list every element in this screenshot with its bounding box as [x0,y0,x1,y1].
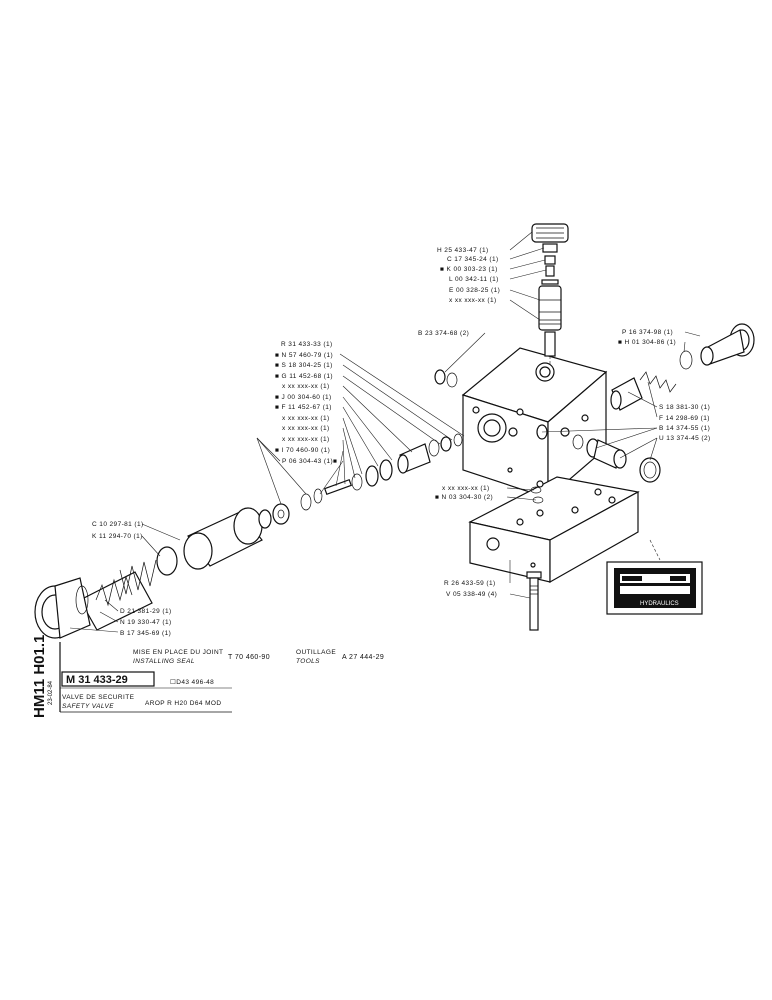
ref-box [61,671,155,687]
label-u13374: U 13 374-45 (2) [659,435,711,442]
model-code: AROP R H20 D64 MOD [145,700,221,707]
label-p06304: P 06 304-43 (1)■ [282,458,337,465]
label-xx5: x xx xxx-xx (1) [442,485,490,492]
label-p16374: P 16 374-98 (1) [622,329,673,336]
label-xx2: x xx xxx-xx (1) [282,415,330,422]
title-block: MISE EN PLACE DU JOINT INSTALLING SEAL T… [31,635,384,718]
hydraulics-nameplate: HYDRAULICS [606,539,703,615]
nameplate-brand: HYDRAULICS [640,601,679,607]
label-e00328: E 00 328-25 (1) [449,287,500,294]
sheet-code: HM11 H01.1 [31,635,48,718]
title-english: SAFETY VALVE [62,703,114,710]
label-f14298: F 14 298-69 (1) [659,415,710,422]
label-xx4: x xx xxx-xx (1) [282,436,330,443]
label-k00303: ■ K 00 303-23 (1) [440,266,498,273]
label-i70460: ■ I 70 460-90 (1) [275,447,330,454]
label-xx-top: x xx xxx-xx (1) [449,297,497,304]
label-v05338: V 05 338-49 (4) [446,591,497,598]
label-h01304: ■ H 01 304-86 (1) [618,339,676,346]
valve-body-block [461,347,608,500]
label-s18381: S 18 381-30 (1) [659,404,710,411]
tools-label-en: TOOLS [296,658,320,665]
label-s18304: ■ S 18 304-25 (1) [275,362,333,369]
label-b17345: B 17 345-69 (1) [120,630,171,637]
label-b23374: B 23 374-68 (2) [418,330,469,337]
label-b14374: B 14 374-55 (1) [659,425,710,432]
seal-tool-code: T 70 460-90 [228,654,270,661]
label-j00304: ■ J 00 304-60 (1) [275,394,332,401]
label-r26433: R 26 433-59 (1) [444,580,496,587]
label-g11452: ■ G 11 452-68 (1) [275,373,333,380]
label-h25433: H 25 433-47 (1) [437,247,489,254]
label-c10297: C 10 297-81 (1) [92,521,144,528]
seal-instruction-en: INSTALLING SEAL [133,658,195,665]
leader-lines [69,231,701,633]
label-xx3: x xx xxx-xx (1) [282,425,330,432]
label-n03304: ■ N 03 304-30 (2) [435,494,493,501]
label-d21381: D 21 381-29 (1) [120,608,172,615]
right-plug-assembly [434,323,755,504]
label-l00342: L 00 342-11 (1) [449,276,499,283]
label-n19330: N 19 330-47 (1) [120,619,172,626]
tools-label-fr: OUTILLAGE [296,649,336,656]
left-cartridge-assembly [34,433,463,639]
drawing-date: 23-02-84 [48,680,54,705]
label-k11294: K 11 294-70 (1) [92,533,143,540]
reference-number: M 31 433-29 [66,674,128,686]
tools-code: A 27 444-29 [342,654,384,661]
callout-labels: H 25 433-47 (1) C 17 345-24 (1) ■ K 00 3… [92,247,711,637]
base-plate [468,476,640,584]
top-adjuster-assembly [531,223,569,366]
mounting-bolt [526,571,542,631]
replaced-ref: ☐D43 496-48 [170,678,214,686]
label-n57460: ■ N 57 460-79 (1) [275,352,333,359]
label-c17345: C 17 345-24 (1) [447,256,499,263]
label-f11452: ■ F 11 452-67 (1) [275,404,332,411]
label-r31433: R 31 433-33 (1) [281,341,333,348]
label-xx1: x xx xxx-xx (1) [282,383,330,390]
title-french: VALVE DE SECURITE [62,694,135,701]
seal-instruction-fr: MISE EN PLACE DU JOINT [133,649,223,656]
